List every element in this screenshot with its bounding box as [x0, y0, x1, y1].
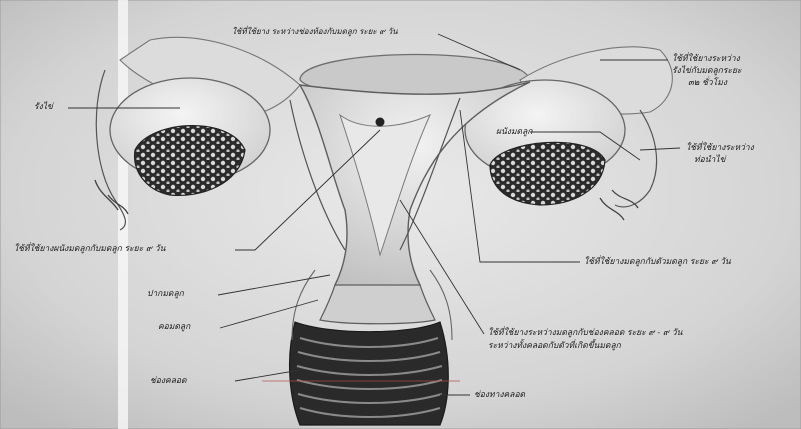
label-left-mid: ใช้ที่ใช้ยางผนังมดลูกกับมดลูก ระยะ ๙ วัน [14, 244, 165, 255]
label-bottom-right-1: ใช้ที่ใช้ยางระหว่างมดลูกกับช่องคลอด ระยะ… [488, 328, 682, 339]
vagina-shape [290, 322, 449, 425]
label-right-mid-1: ใช้ที่ใช้ยางระหว่าง [686, 143, 754, 154]
label-ovary: รังไข่ [34, 102, 53, 113]
cervix-shape [320, 285, 435, 324]
label-right-low: ใช้ที่ใช้ยางมดลูกกับตัวมดลูก ระยะ ๙ วัน [584, 257, 731, 268]
label-bottom-right-2: ระหว่างทั้งคลอดกับตัวที่เกิดขึ้นมดลูก [488, 341, 621, 352]
label-top: ใช้ที่ใช้ยาง ระหว่างช่องท้องกับมดลูก ระย… [232, 26, 398, 37]
embryo-dot [376, 118, 385, 127]
label-vaginal-canal: ช่องทางคลอด [474, 390, 525, 401]
label-cervix: ปากมดลูก [147, 289, 184, 300]
label-right-top-2: รังไข่กับมดลูกระยะ [672, 66, 742, 77]
label-uterine-wall: ผนังมดลูก [496, 127, 532, 138]
label-right-top-3: ๓๒ ชั่วโมง [688, 78, 727, 89]
label-vagina: ช่องคลอด [150, 376, 187, 387]
label-neck: คอมดลูก [158, 322, 190, 333]
label-right-top-1: ใช้ที่ใช้ยางระหว่าง [672, 54, 740, 65]
label-right-mid-2: ท่อนำไข่ [694, 155, 725, 166]
